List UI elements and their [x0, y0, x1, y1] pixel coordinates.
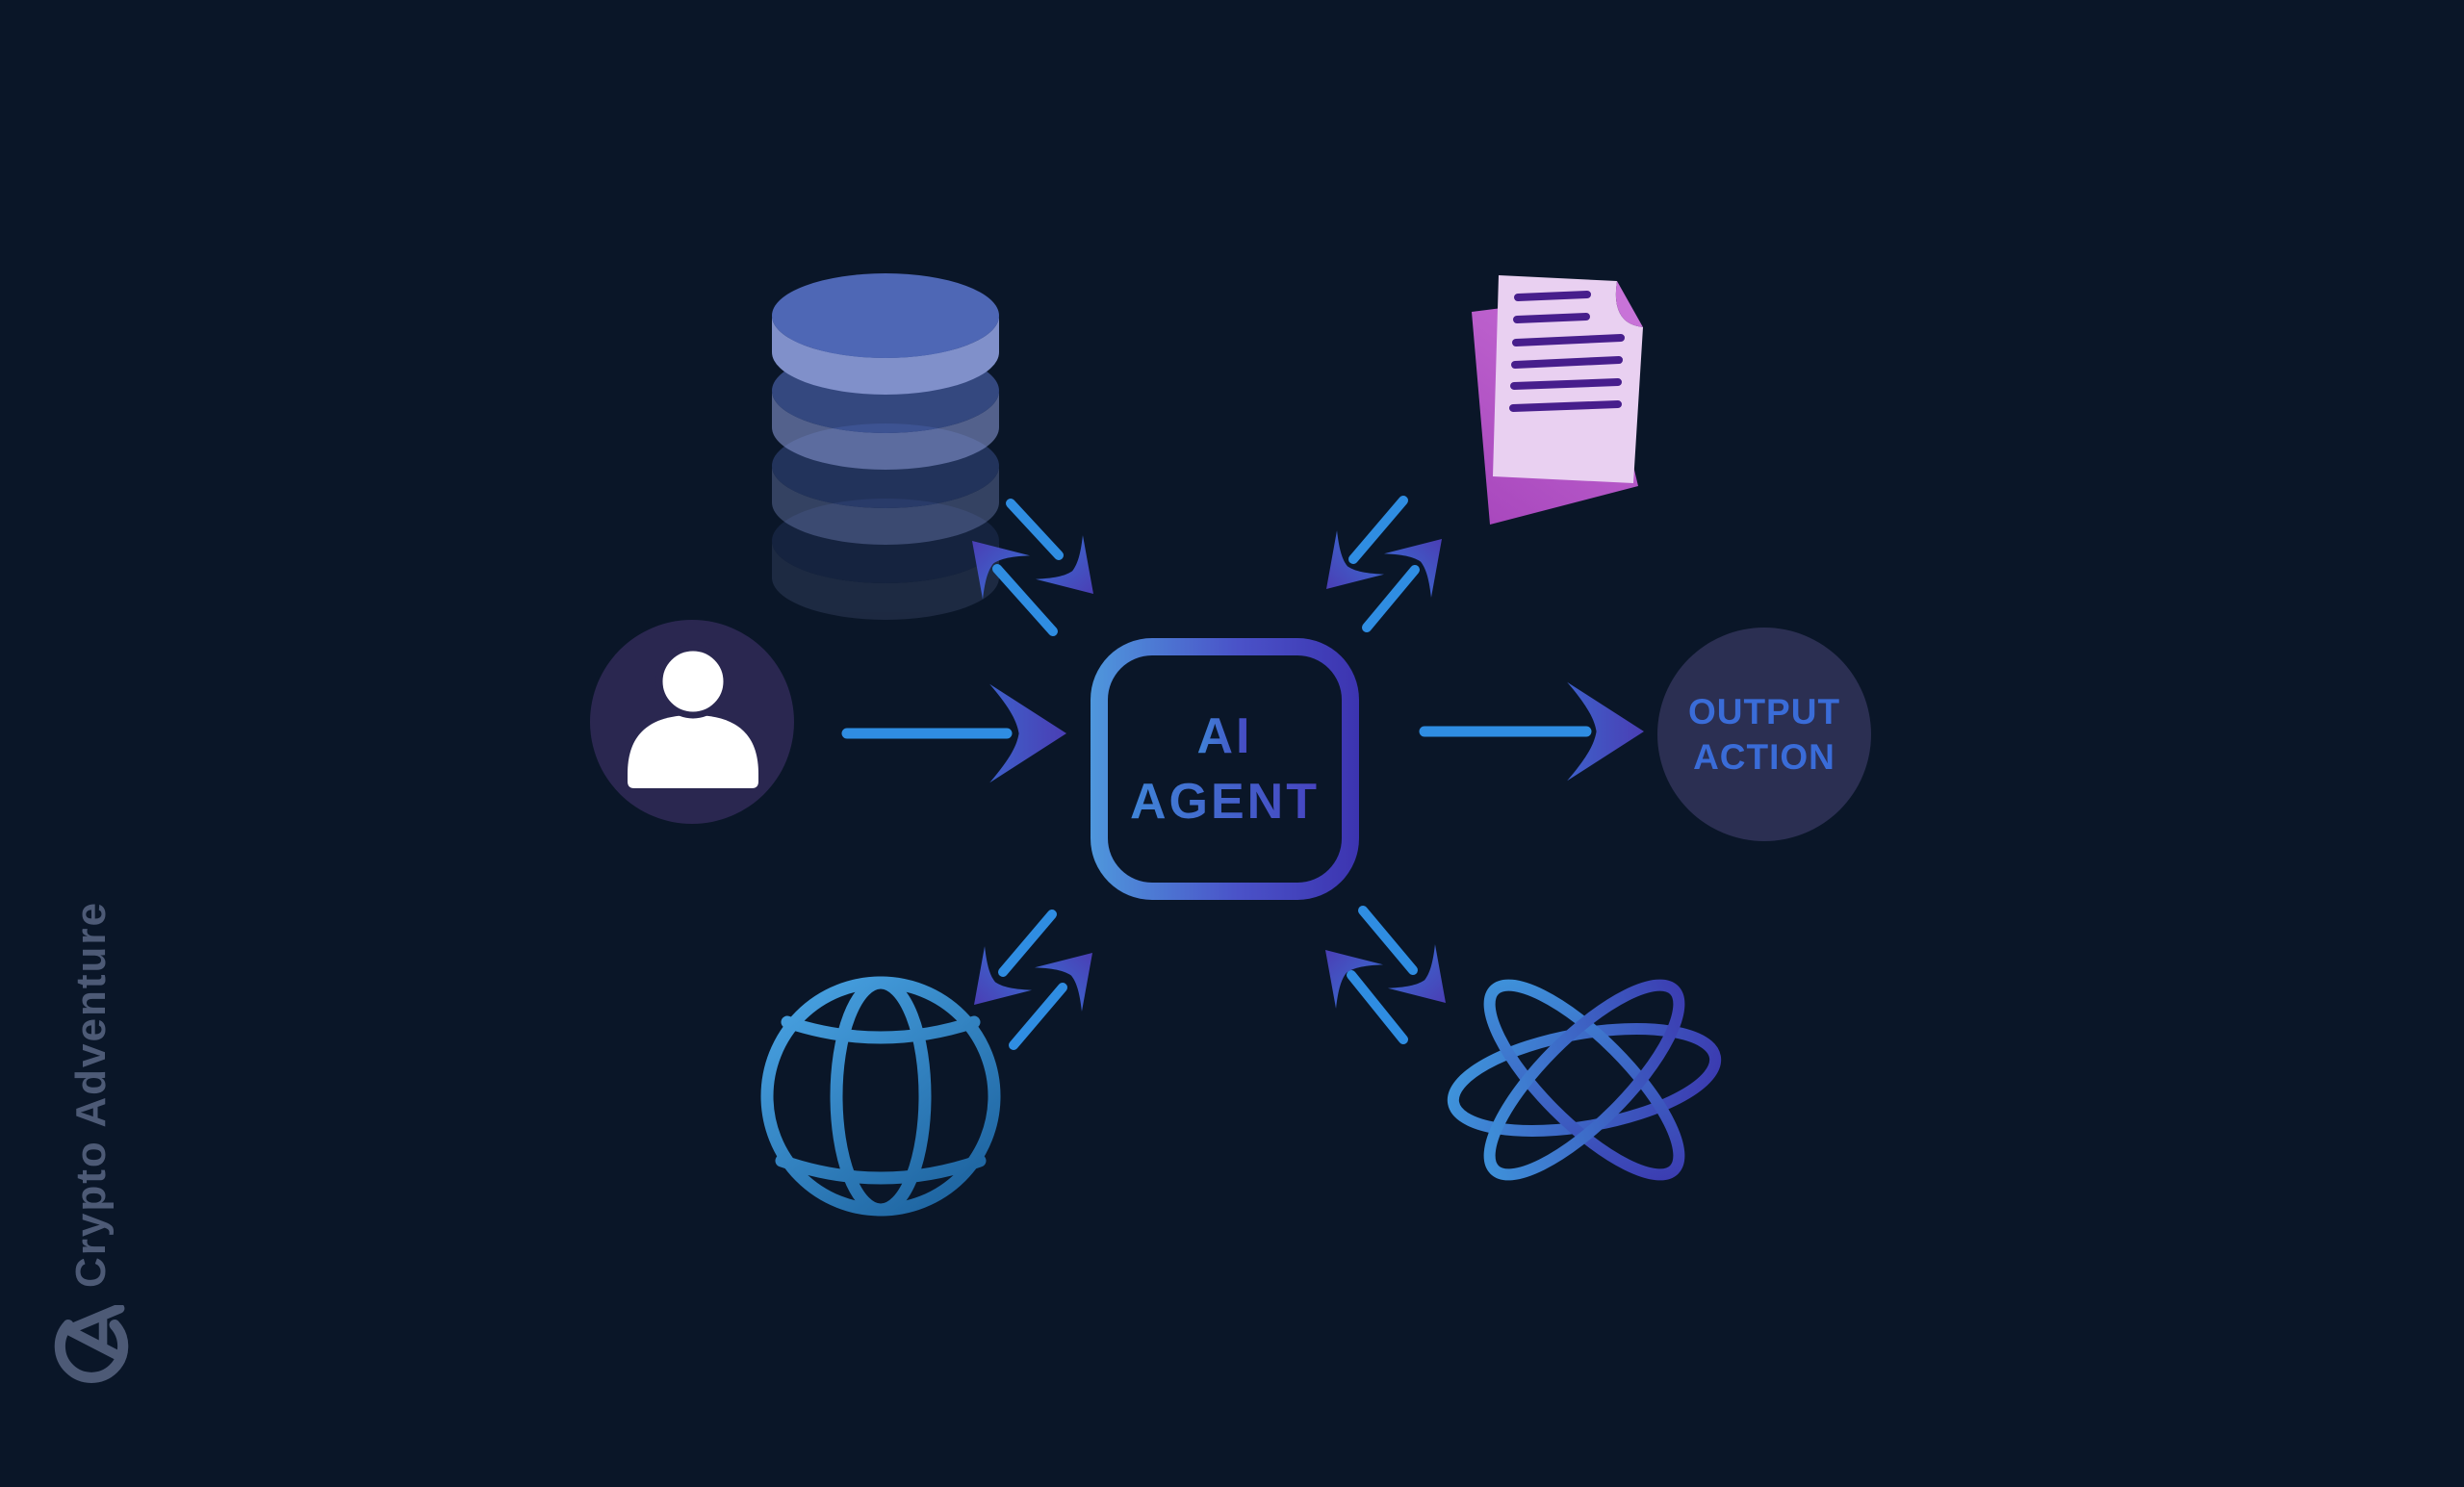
output-label-line2: ACTION — [1693, 737, 1835, 777]
arrow-documents-to-agent — [1302, 496, 1408, 611]
ai-agent-label-line2: AGENT — [1130, 774, 1320, 830]
arrow-user-to-agent — [841, 683, 1066, 783]
database-icon — [772, 273, 999, 620]
arrow-database-to-agent — [1006, 499, 1117, 616]
globe-icon — [760, 976, 1001, 1217]
documents-icon — [1472, 275, 1643, 525]
crypto-adventure-logo-icon — [54, 1305, 129, 1383]
output-action-node: OUTPUT ACTION — [1657, 628, 1871, 841]
ai-agent-node: AI AGENT — [1091, 638, 1359, 900]
arrow-agent-to-web — [950, 910, 1057, 1027]
watermark-text: Crypto Adventure — [67, 901, 115, 1288]
atom-icon — [1447, 979, 1722, 1181]
arrow-agent-to-science — [1358, 906, 1470, 1025]
user-icon — [628, 644, 758, 788]
ai-agent-label-line1: AI — [1196, 708, 1253, 764]
arrow-agent-to-output — [1419, 681, 1644, 782]
user-node — [590, 620, 794, 824]
arrow-agent-to-documents — [1362, 517, 1466, 632]
arrow-web-to-agent — [1009, 931, 1116, 1050]
output-label-line1: OUTPUT — [1687, 692, 1841, 731]
arrow-agent-to-database — [948, 519, 1058, 636]
arrow-science-to-agent — [1301, 928, 1408, 1044]
watermark: Crypto Adventure — [50, 901, 133, 1388]
